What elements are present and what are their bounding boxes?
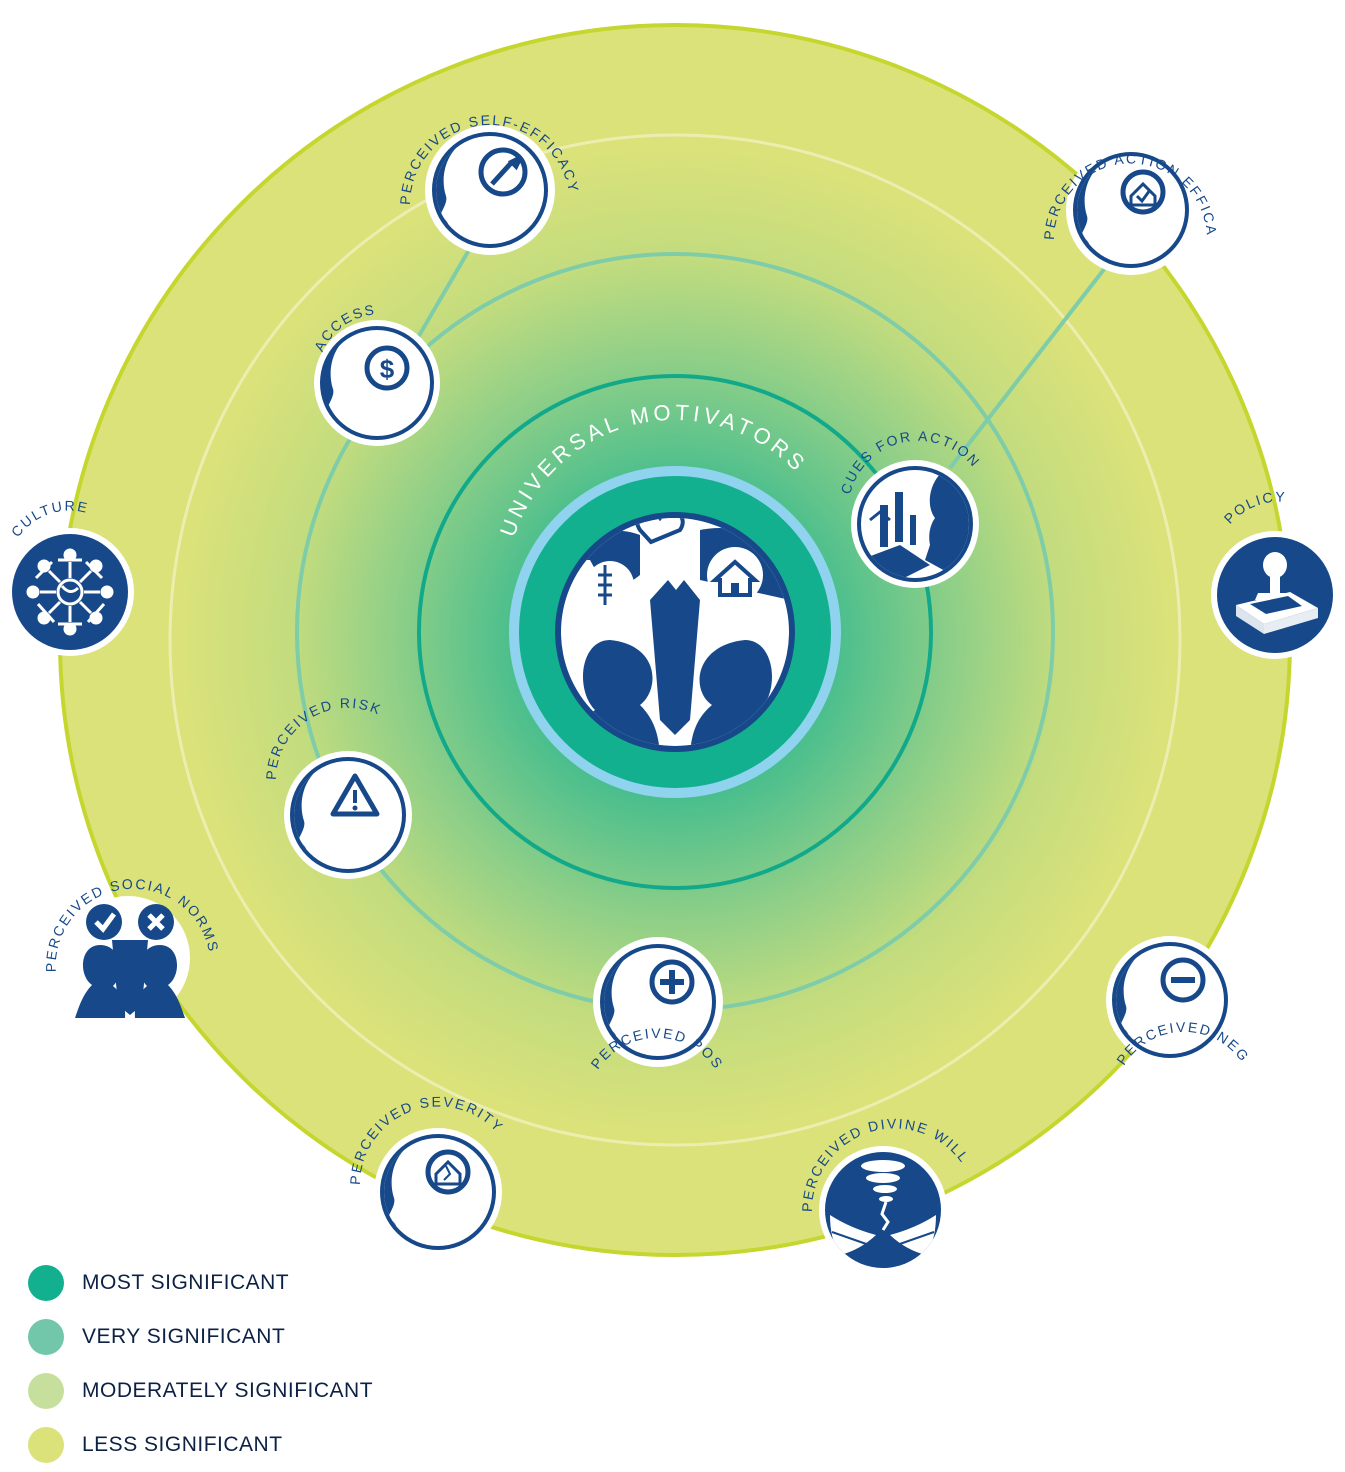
- legend-item-very: VERY SIGNIFICANT: [28, 1310, 373, 1364]
- legend-label-most: MOST SIGNIFICANT: [82, 1271, 290, 1294]
- warning-icon: [330, 773, 380, 817]
- people-circle-icon: [26, 548, 114, 636]
- factor-policy: POLICY: [1211, 488, 1339, 659]
- legend-swatch-most: [28, 1265, 64, 1301]
- universal-motivators-node: UNIVERSAL MOTIVATORS: [495, 400, 841, 798]
- wrench-icon: [478, 147, 528, 197]
- factor-perceived-severity: PERCEIVED SEVERITY: [347, 1093, 505, 1256]
- legend-item-less: LESS SIGNIFICANT: [28, 1418, 373, 1472]
- stamp-icon: [1236, 552, 1318, 634]
- plus-icon: [649, 959, 695, 1005]
- svg-text:$: $: [380, 354, 395, 384]
- factor-culture: CULTURE: [6, 498, 134, 656]
- house-check-icon: [1120, 169, 1166, 215]
- legend-label-less: LESS SIGNIFICANT: [82, 1433, 283, 1456]
- dollar-icon: $: [364, 345, 410, 391]
- legend: MOST SIGNIFICANT VERY SIGNIFICANT MODERA…: [28, 1256, 373, 1472]
- minus-icon: [1160, 957, 1206, 1003]
- legend-swatch-moderate: [28, 1373, 64, 1409]
- ring-moderately-significant: [168, 133, 1182, 1147]
- connector-action-efficacy: [948, 266, 1107, 470]
- legend-item-most: MOST SIGNIFICANT: [28, 1256, 373, 1310]
- damaged-house-icon: [425, 1149, 471, 1195]
- legend-swatch-less: [28, 1427, 64, 1463]
- tornado-hands-icon: [830, 1160, 936, 1255]
- factor-perceived-divine-will: PERCEIVED DIVINE WILL: [799, 1115, 971, 1274]
- legend-label-very: VERY SIGNIFICANT: [82, 1325, 286, 1348]
- check-cross-people-icon: [75, 904, 185, 1018]
- legend-swatch-very: [28, 1319, 64, 1355]
- legend-item-moderate: MODERATELY SIGNIFICANT: [28, 1364, 373, 1418]
- legend-label-moderate: MODERATELY SIGNIFICANT: [82, 1379, 374, 1402]
- factor-cues-for-action: CUES FOR ACTION: [837, 428, 982, 588]
- ring-most-significant: [417, 374, 933, 890]
